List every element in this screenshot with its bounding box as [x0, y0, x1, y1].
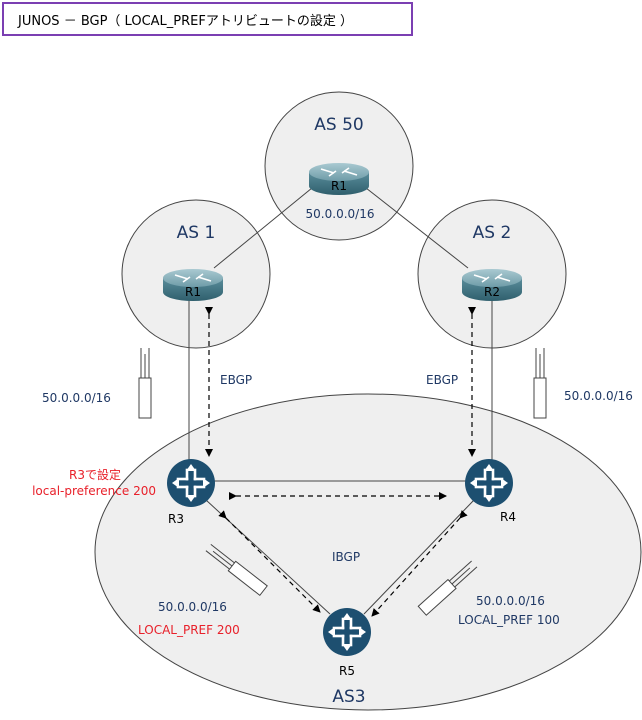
title-box: JUNOS － BGP（ LOCAL_PREFアトリビュートの設定 ） — [2, 2, 413, 36]
r4-router-icon[interactable] — [463, 457, 515, 509]
ebgp-right-label: EBGP — [426, 373, 458, 387]
r5-router-icon[interactable] — [321, 606, 373, 658]
local-pref-200-label: LOCAL_PREF 200 — [138, 623, 240, 637]
local-pref-100-label: LOCAL_PREF 100 — [458, 613, 560, 627]
network-antenna-right-icon — [533, 347, 547, 419]
link-as50r1-as1r1 — [213, 187, 313, 269]
as2-r2-label: R2 — [484, 285, 500, 299]
as50-label: AS 50 — [314, 115, 363, 135]
as1-label: AS 1 — [177, 223, 216, 243]
r4-label: R4 — [500, 510, 516, 524]
r3-config-line1: R3で設定 — [69, 467, 121, 482]
as2-label: AS 2 — [473, 223, 512, 243]
ebgp-left-label: EBGP — [220, 373, 252, 387]
ibgp-session-r4-r5 — [371, 510, 468, 617]
ibgp-label: IBGP — [332, 550, 360, 564]
r5-label: R5 — [339, 664, 355, 678]
r3-router-icon[interactable] — [165, 457, 217, 509]
right-network-label: 50.0.0.0/16 — [564, 389, 633, 403]
diagram-title: JUNOS － BGP（ LOCAL_PREFアトリビュートの設定 ） — [18, 13, 353, 29]
r3-r5-network-label: 50.0.0.0/16 — [158, 600, 227, 614]
as3-area — [94, 393, 642, 711]
ibgp-session-r3-r5 — [218, 510, 321, 613]
r3-label: R3 — [168, 512, 184, 526]
r3-config-line2: local-preference 200 — [32, 484, 156, 498]
as3-label: AS3 — [332, 687, 365, 707]
as50-r1-label: R1 — [331, 179, 347, 193]
r4-r5-network-label: 50.0.0.0/16 — [476, 594, 545, 608]
left-network-label: 50.0.0.0/16 — [42, 391, 111, 405]
network-antenna-left-icon — [138, 347, 152, 419]
as50-network-label: 50.0.0.0/16 — [306, 207, 375, 221]
link-as50r1-as2r2 — [365, 187, 469, 269]
as1-r1-label: R1 — [185, 285, 201, 299]
